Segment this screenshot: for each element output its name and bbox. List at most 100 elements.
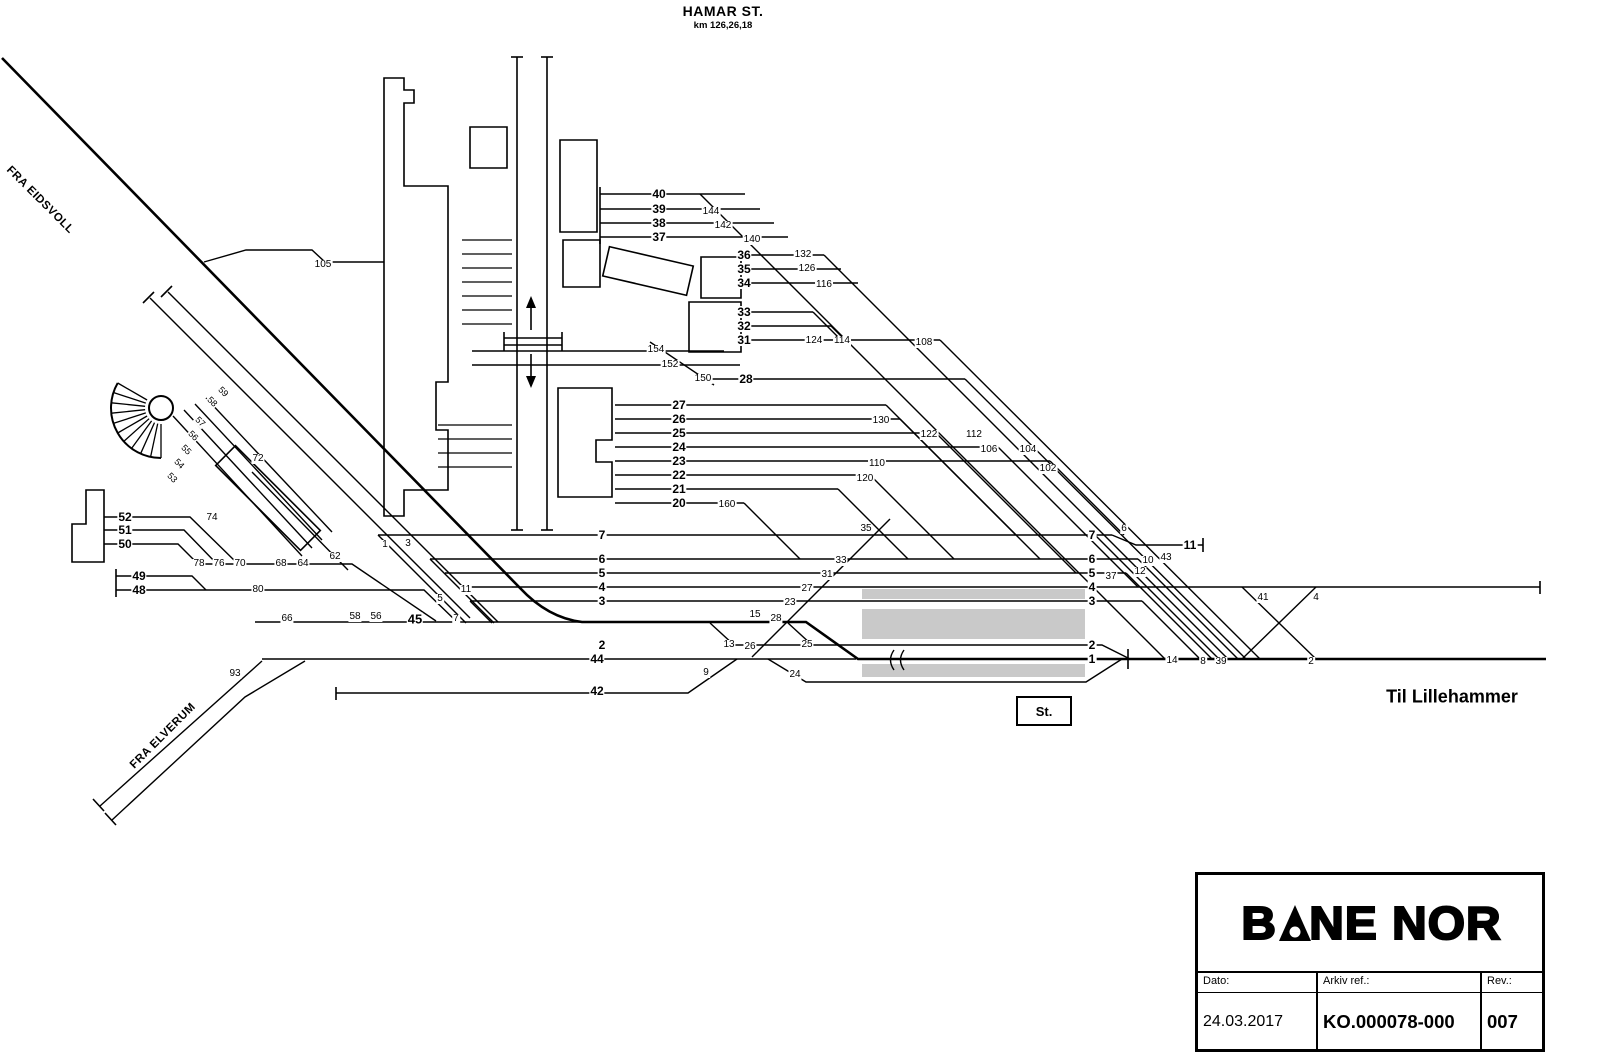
switch-number-label: 7 bbox=[452, 613, 460, 624]
building-outline bbox=[601, 245, 695, 297]
switch-number-label: 9 bbox=[702, 667, 710, 678]
switch-number-label: 64 bbox=[296, 558, 310, 569]
switch-number-label: 58 bbox=[348, 611, 362, 622]
track-number-label: 28 bbox=[738, 372, 754, 386]
catenary-marks bbox=[889, 649, 905, 671]
switch-number-label: 2 bbox=[1307, 656, 1315, 667]
switch-number-label: 24 bbox=[788, 669, 802, 680]
building-outline bbox=[688, 301, 742, 353]
archive-ref-value: KO.000078-000 bbox=[1323, 1010, 1455, 1032]
track-number-label: 1 bbox=[1087, 652, 1097, 666]
track-number-label: 23 bbox=[671, 454, 687, 468]
platform bbox=[862, 609, 1085, 639]
track-number-label: 4 bbox=[597, 580, 607, 594]
track-number-label: 49 bbox=[131, 569, 147, 583]
switch-number-label: 1 bbox=[381, 539, 389, 550]
switch-number-label: 122 bbox=[919, 429, 939, 440]
switch-number-label: 6 bbox=[1120, 523, 1128, 534]
track-number-label: 44 bbox=[589, 652, 605, 666]
engine-shed-outline bbox=[214, 444, 322, 552]
station-title: HAMAR ST. bbox=[682, 3, 764, 19]
track-number-label: 4 bbox=[1087, 580, 1097, 594]
building-outline bbox=[469, 126, 508, 169]
building-outline bbox=[700, 256, 742, 299]
platforms bbox=[862, 589, 1085, 677]
switch-number-label: 26 bbox=[743, 641, 757, 652]
track-number-label: 36 bbox=[736, 248, 752, 262]
switch-number-label: 108 bbox=[914, 337, 934, 348]
switch-number-label: 11 bbox=[459, 584, 473, 595]
arrow-down-icon bbox=[526, 376, 536, 388]
switch-number-label: 76 bbox=[212, 558, 226, 569]
switch-number-label: 132 bbox=[793, 249, 813, 260]
switch-number-label: 39 bbox=[1214, 656, 1228, 667]
track-number-label: 21 bbox=[671, 482, 687, 496]
track-number-label: 42 bbox=[589, 684, 605, 698]
station-km-label: km 126,26,18 bbox=[693, 20, 753, 31]
switch-number-label: 27 bbox=[800, 583, 814, 594]
switch-number-label: 41 bbox=[1256, 592, 1270, 603]
turntable bbox=[110, 382, 174, 459]
building-outline bbox=[562, 239, 601, 288]
platform bbox=[862, 664, 1085, 677]
ramp-lines bbox=[438, 239, 512, 468]
track-lines bbox=[99, 193, 1540, 821]
building-outline bbox=[557, 387, 613, 498]
track-number-label: 5 bbox=[597, 566, 607, 580]
switch-number-label: 144 bbox=[701, 206, 721, 217]
switch-number-label: 130 bbox=[871, 415, 891, 426]
switch-number-label: 5 bbox=[436, 593, 444, 604]
switch-number-label: 37 bbox=[1104, 571, 1118, 582]
track-number-label: 50 bbox=[117, 537, 133, 551]
switch-number-label: 66 bbox=[280, 613, 294, 624]
main-line bbox=[1, 57, 1546, 661]
switch-number-label: 116 bbox=[815, 279, 833, 290]
switch-number-label: 31 bbox=[820, 569, 834, 580]
track-number-label: 35 bbox=[736, 262, 752, 276]
logo-text-b: B bbox=[1241, 896, 1278, 950]
track-number-label: 32 bbox=[736, 319, 752, 333]
turntable-circle bbox=[148, 395, 174, 421]
crane-track-and-crossing bbox=[503, 56, 563, 531]
track-number-label: 7 bbox=[1087, 528, 1097, 542]
switch-number-label: 28 bbox=[769, 613, 783, 624]
switch-number-label: 68 bbox=[274, 558, 288, 569]
switch-number-label: 124 bbox=[804, 335, 824, 346]
logo-triangle-a-icon bbox=[1278, 905, 1311, 941]
switch-number-label: 152 bbox=[660, 359, 680, 370]
track-number-label: 37 bbox=[651, 230, 667, 244]
track-number-label: 6 bbox=[1087, 552, 1097, 566]
arrow-up-icon bbox=[526, 296, 536, 308]
track-number-label: 5 bbox=[1087, 566, 1097, 580]
switch-number-label: 25 bbox=[800, 639, 814, 650]
switch-number-label: 13 bbox=[722, 639, 736, 650]
track-number-label: 45 bbox=[406, 611, 424, 627]
track-number-label: 2 bbox=[597, 638, 607, 652]
direction-arrows bbox=[526, 296, 536, 388]
switch-number-label: 78 bbox=[192, 558, 206, 569]
switch-number-label: 74 bbox=[205, 512, 219, 523]
title-block: B NE NOR Dato: 24.03.2017 Arkiv ref.: KO… bbox=[1195, 872, 1545, 1052]
switch-number-label: 10 bbox=[1141, 555, 1155, 566]
switch-number-label: 142 bbox=[713, 220, 733, 231]
date-label: Dato: bbox=[1198, 973, 1316, 993]
track-number-label: 48 bbox=[131, 583, 147, 597]
track-number-label: 3 bbox=[1087, 594, 1097, 608]
rev-label: Rev.: bbox=[1482, 973, 1542, 993]
switch-number-label: 106 bbox=[979, 444, 999, 455]
switch-number-label: 104 bbox=[1018, 444, 1038, 455]
switch-number-label: 126 bbox=[797, 263, 817, 274]
track-number-label: 34 bbox=[736, 276, 752, 290]
buildings bbox=[71, 77, 742, 563]
building-outline bbox=[71, 489, 105, 563]
turntable-stall-tracks bbox=[111, 382, 162, 458]
turntable-arc bbox=[110, 382, 162, 459]
switch-number-label: 14 bbox=[1165, 655, 1179, 666]
switch-number-label: 154 bbox=[646, 344, 666, 355]
switch-number-label: 3 bbox=[404, 538, 412, 549]
switch-number-label: 72 bbox=[251, 453, 265, 464]
switch-number-label: 56 bbox=[369, 611, 383, 622]
track-number-label: 33 bbox=[736, 305, 752, 319]
